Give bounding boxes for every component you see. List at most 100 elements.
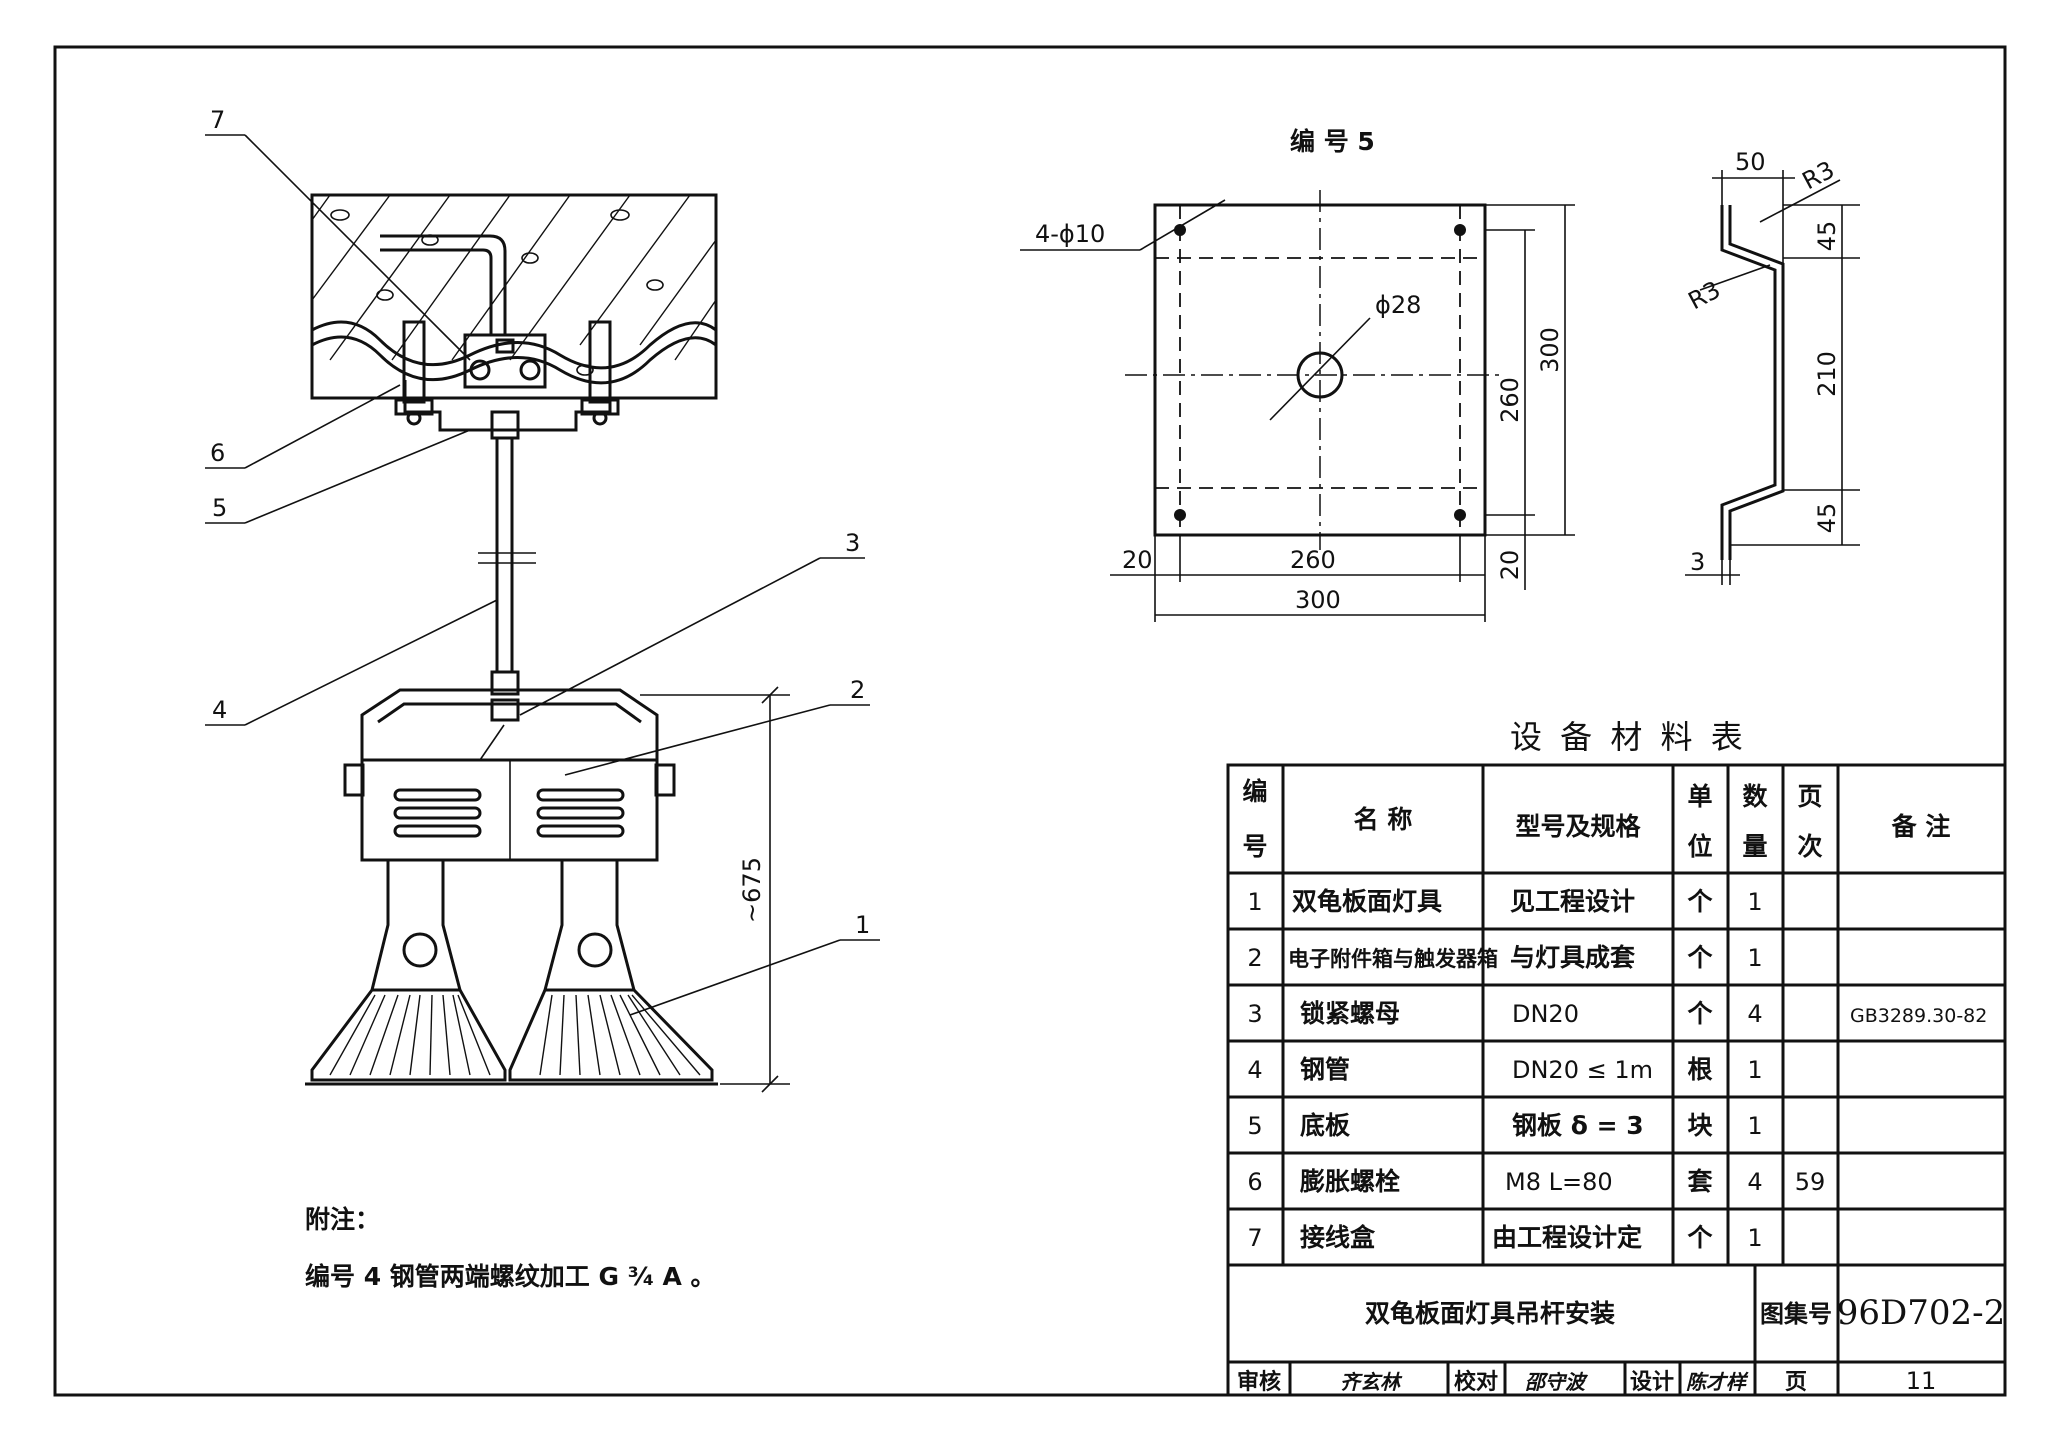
material-table: 设 备 材 料 表 编 号 名 称 型号及规格 单 位 数 量 页 次	[1226, 718, 2007, 1267]
cell-qty: 1	[1747, 1112, 1762, 1140]
hole-label: 4-ϕ10	[1035, 220, 1105, 248]
dim-plate-edge-20-left: 20	[1122, 546, 1153, 574]
detail-title: 编 号 5	[1290, 127, 1375, 156]
fixture-body	[343, 688, 676, 992]
header-spec: 型号及规格	[1515, 812, 1641, 841]
cell-no: 4	[1247, 1056, 1262, 1084]
drawing-title: 双龟板面灯具吊杆安装	[1365, 1299, 1615, 1328]
cell-qty: 1	[1747, 1224, 1762, 1252]
dim-side-210: 210	[1813, 351, 1841, 397]
cell-qty: 4	[1747, 1168, 1762, 1196]
design-label: 设计	[1630, 1370, 1674, 1395]
mounting-hole	[1174, 509, 1186, 521]
cell-name: 接线盒	[1300, 1223, 1376, 1252]
cell-spec: 由工程设计定	[1492, 1223, 1642, 1252]
cell-no: 6	[1247, 1168, 1262, 1196]
header-page-line2: 次	[1797, 832, 1822, 861]
base-plate-detail: 编 号 5 4-ϕ10 ϕ28 300 260 20	[1020, 127, 1860, 622]
atlas-label: 图集号	[1760, 1300, 1832, 1328]
dim-side-thickness-3: 3	[1690, 548, 1705, 576]
cell-spec: DN20 ≤ 1m	[1512, 1056, 1653, 1084]
table-header: 编 号 名 称 型号及规格 单 位 数 量 页 次 备 注	[1242, 777, 1950, 861]
cell-name: 钢管	[1300, 1055, 1350, 1084]
table-row: 6 膨胀螺栓 M8 L=80 套 4 59	[1247, 1167, 1825, 1196]
table-row: 7 接线盒 由工程设计定 个 1	[1247, 1223, 1762, 1252]
table-title: 设 备 材 料 表	[1510, 718, 1747, 756]
cell-qty: 1	[1747, 888, 1762, 916]
part-label-1: 1	[855, 911, 870, 939]
drawing-note: 附注： 编号 4 钢管两端螺纹加工 G ³⁄₄ A 。	[305, 1205, 716, 1291]
part-label-7: 7	[210, 106, 225, 134]
base-plate-assembly	[394, 320, 620, 440]
atlas-number: 96D702-2	[1837, 1293, 2006, 1333]
design-signature: 陈才样	[1686, 1370, 1749, 1394]
part-label-6: 6	[210, 439, 225, 467]
ceiling-slab	[310, 193, 718, 400]
cell-unit: 个	[1687, 1223, 1713, 1252]
mounting-hole	[1174, 224, 1186, 236]
cell-spec: M8 L=80	[1505, 1168, 1613, 1196]
cell-unit: 块	[1687, 1111, 1712, 1140]
dim-plate-height-300: 300	[1536, 327, 1564, 373]
center-hole	[1296, 351, 1344, 399]
header-remarks: 备 注	[1891, 812, 1951, 841]
dim-plate-width-300: 300	[1295, 586, 1341, 614]
table-row: 4 钢管 DN20 ≤ 1m 根 1	[1247, 1055, 1762, 1084]
mounting-hole	[1454, 509, 1466, 521]
review-label: 审核	[1237, 1369, 1281, 1395]
note-heading: 附注：	[305, 1205, 380, 1234]
dim-plate-height-260: 260	[1496, 377, 1524, 423]
cell-no: 5	[1247, 1112, 1262, 1140]
cell-remarks: GB3289.30-82	[1850, 1005, 1987, 1027]
table-row: 3 锁紧螺母 DN20 个 4 GB3289.30-82	[1247, 999, 1987, 1028]
part-label-4: 4	[212, 696, 227, 724]
vent-grille	[393, 788, 625, 838]
header-page-line1: 页	[1797, 782, 1822, 811]
dimension-height-label: ~675	[738, 857, 766, 923]
cell-qty: 1	[1747, 944, 1762, 972]
cell-qty: 4	[1747, 1000, 1762, 1028]
cell-unit: 根	[1687, 1055, 1712, 1084]
cell-spec: 见工程设计	[1510, 887, 1635, 916]
dim-plate-width-260: 260	[1290, 546, 1336, 574]
fixture-assembly-drawing: ~675 7 6 5 4 3 2 1	[205, 106, 880, 1093]
header-unit-line1: 单	[1687, 782, 1712, 811]
check-label: 校对	[1454, 1369, 1498, 1395]
cell-page: 59	[1795, 1168, 1826, 1196]
page-label: 页	[1785, 1370, 1807, 1395]
dim-side-r3-bottom: R3	[1684, 276, 1725, 316]
cell-unit: 套	[1686, 1167, 1713, 1196]
mounting-hole	[1454, 224, 1466, 236]
height-dimension: ~675	[640, 686, 790, 1093]
part-label-3: 3	[845, 529, 860, 557]
header-name: 名 称	[1354, 805, 1413, 834]
plate-side-profile: 50 R3 R3 45 210 45 3	[1684, 148, 1860, 585]
table-row: 5 底板 钢板 δ = 3 块 1	[1247, 1111, 1762, 1140]
dim-side-45-bottom: 45	[1813, 503, 1841, 534]
cell-spec: 钢板 δ = 3	[1512, 1111, 1644, 1140]
part-leaders: 7 6 5 4 3 2 1	[205, 106, 880, 1016]
cell-name: 底板	[1300, 1111, 1350, 1140]
dim-side-45-top: 45	[1813, 221, 1841, 252]
header-qty-line2: 量	[1742, 832, 1767, 861]
part-label-5: 5	[212, 494, 227, 522]
review-signature: 齐玄林	[1340, 1370, 1403, 1394]
center-hole-label: ϕ28	[1375, 291, 1421, 319]
suspension-rod	[478, 438, 536, 761]
page-number: 11	[1906, 1367, 1937, 1395]
header-unit-line2: 位	[1687, 832, 1712, 861]
cell-no: 1	[1247, 888, 1262, 916]
cell-spec: 与灯具成套	[1510, 943, 1636, 972]
header-qty-line1: 数	[1742, 782, 1768, 811]
header-no-line1: 编	[1242, 777, 1267, 806]
part-label-2: 2	[850, 676, 865, 704]
cell-unit: 个	[1687, 887, 1713, 916]
cell-no: 3	[1247, 1000, 1262, 1028]
cell-name: 锁紧螺母	[1300, 999, 1400, 1028]
note-text: 编号 4 钢管两端螺纹加工 G ³⁄₄ A 。	[305, 1262, 716, 1291]
header-no-line2: 号	[1242, 832, 1267, 861]
cell-name: 双龟板面灯具	[1292, 887, 1442, 916]
cell-spec: DN20	[1512, 1000, 1579, 1028]
check-signature: 邵守波	[1525, 1370, 1589, 1394]
